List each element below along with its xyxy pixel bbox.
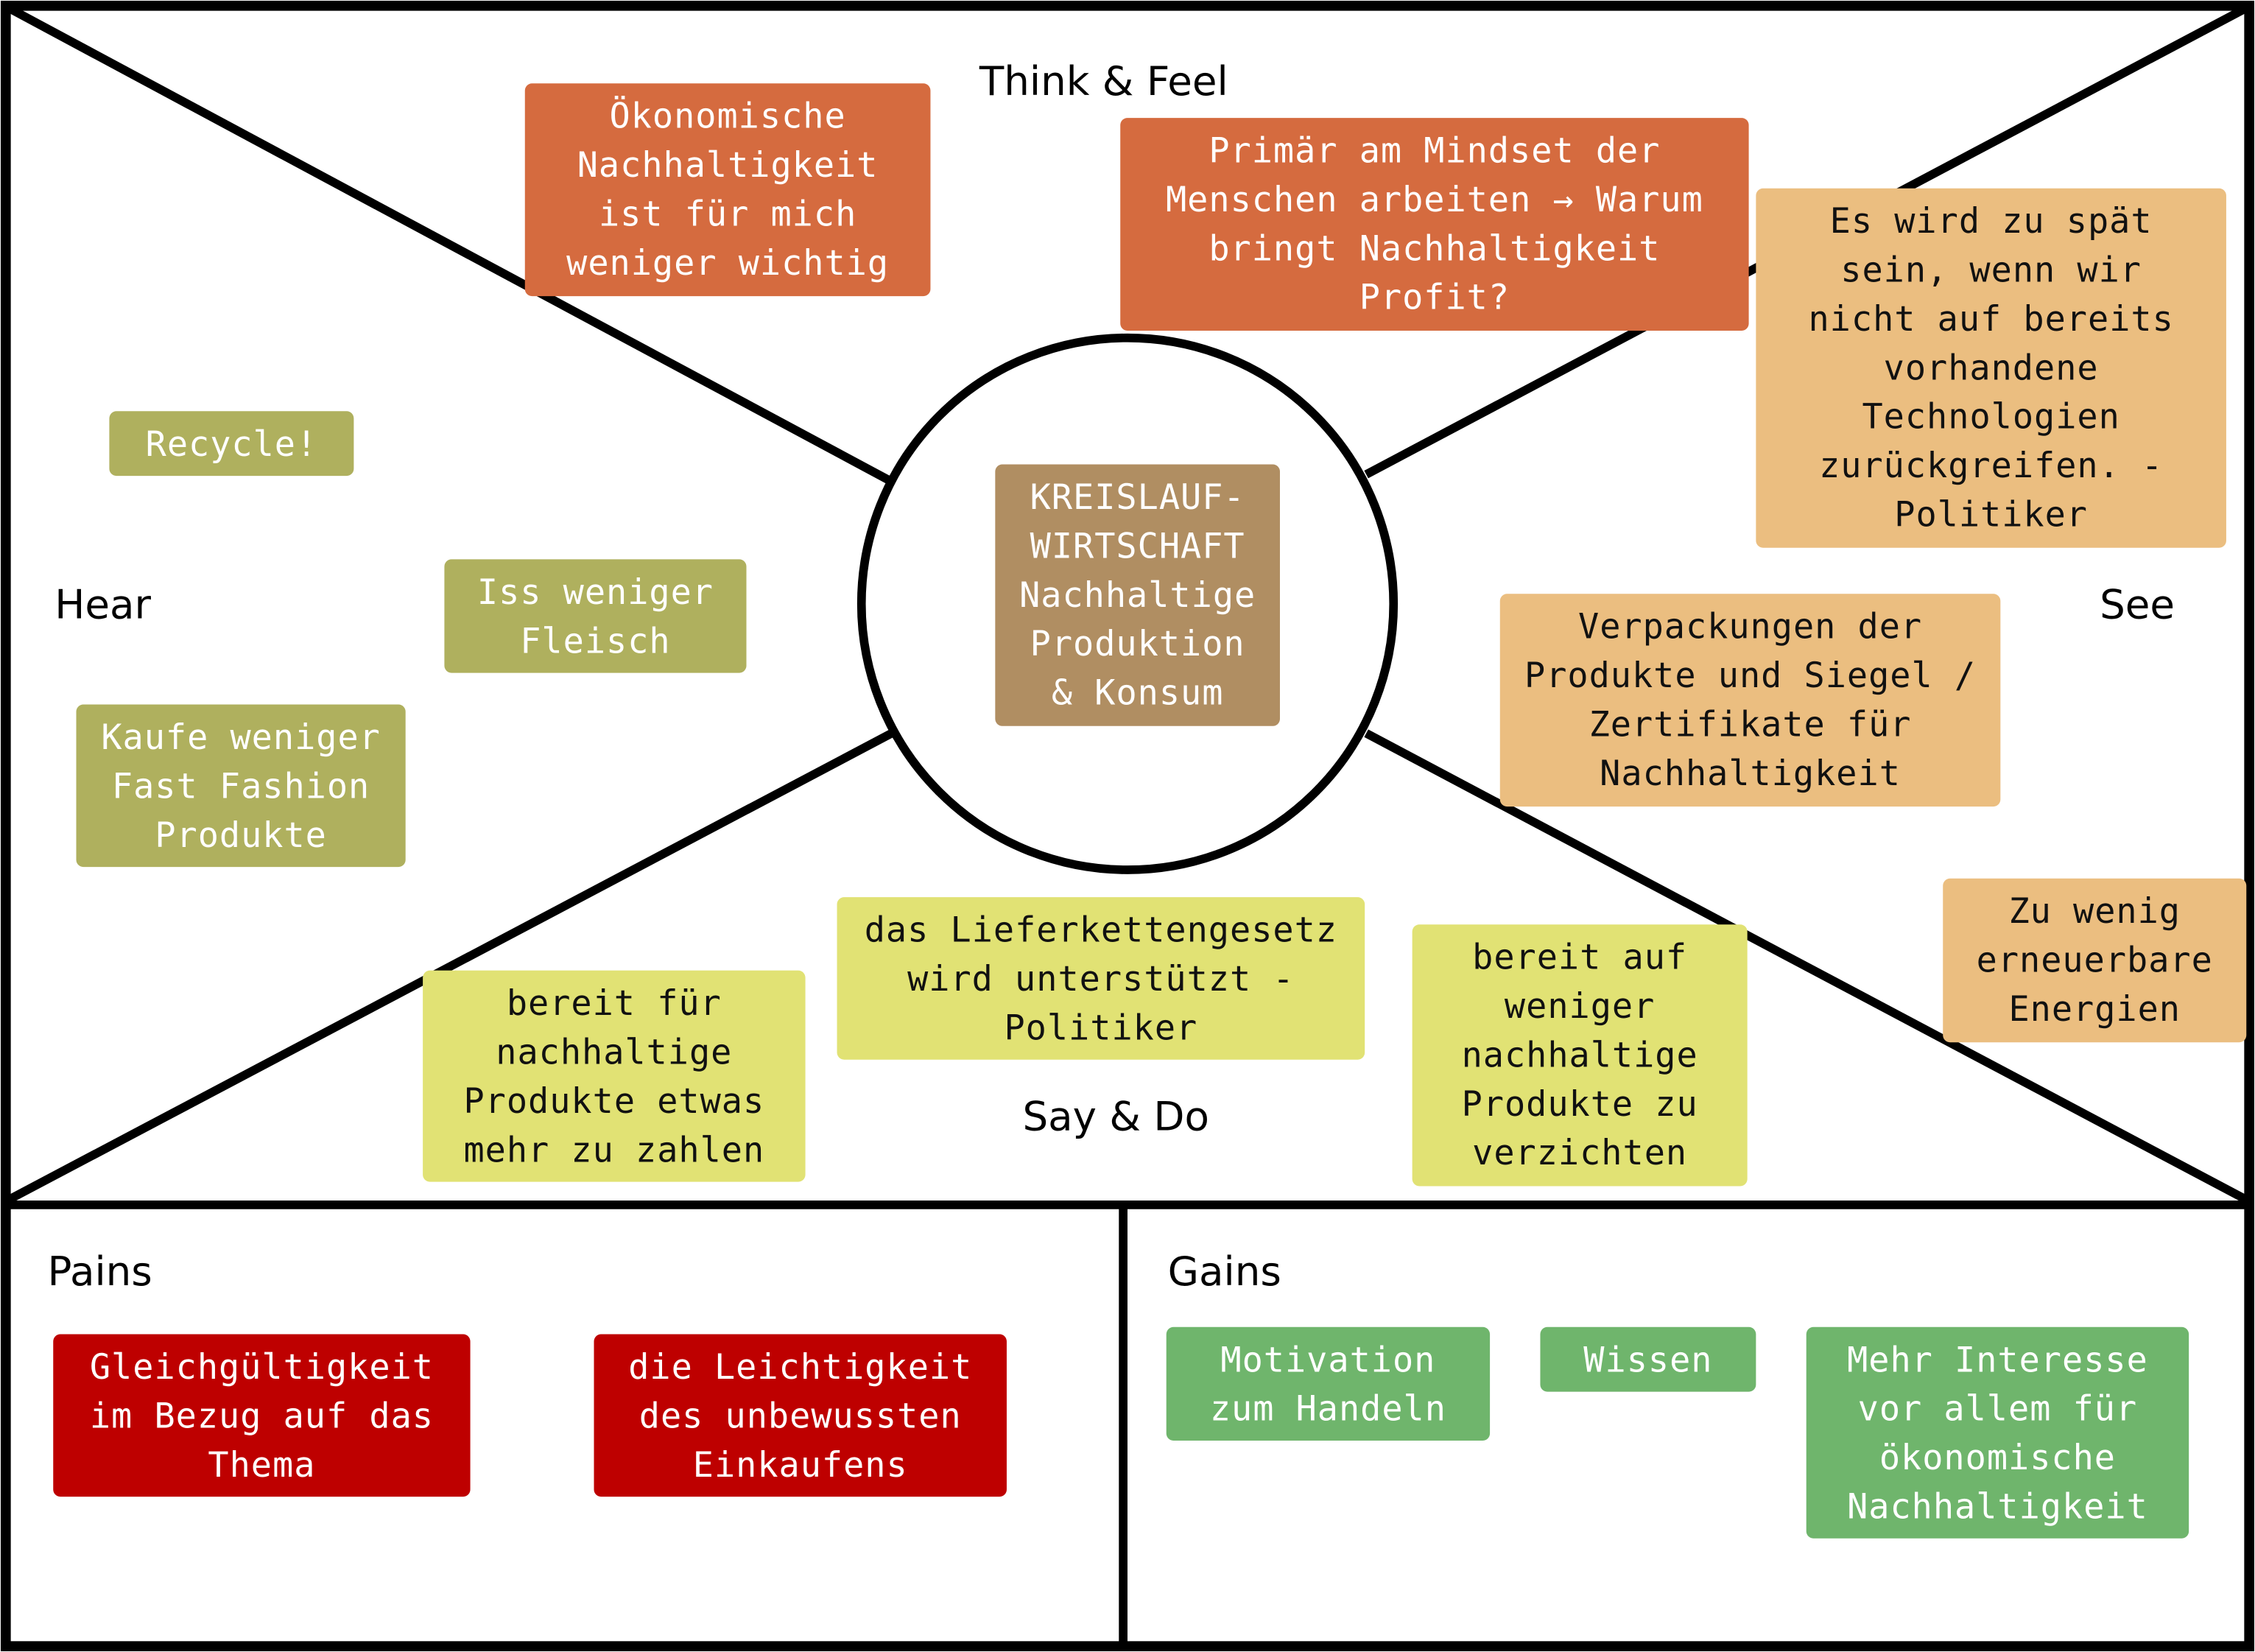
pain-note: Gleichgültigkeit im Bezug auf das Thema <box>53 1334 471 1497</box>
say-do-note: das Lieferkettengesetz wird unterstützt … <box>837 897 1365 1060</box>
hear-note: Iss weniger Fleisch <box>444 559 747 673</box>
label-pains: Pains <box>47 1248 152 1296</box>
divider-bottom-right <box>1364 729 2250 1205</box>
think-note: Primär am Mindset der Menschen arbeiten … <box>1120 118 1749 331</box>
label-think-feel: Think & Feel <box>979 57 1228 105</box>
say-do-note: bereit für nachhaltige Produkte etwas me… <box>423 970 806 1182</box>
see-note: Verpackungen der Produkte und Siegel / Z… <box>1499 594 2001 807</box>
see-note: Es wird zu spät sein, wenn wir nicht auf… <box>1756 188 2226 548</box>
pain-note: die Leichtigkeit des unbewussten Einkauf… <box>594 1334 1007 1497</box>
center-topic-note: KREISLAUF- WIRTSCHAFT Nachhaltige Produk… <box>995 464 1280 726</box>
label-gains: Gains <box>1167 1248 1281 1296</box>
hear-note: Recycle! <box>109 411 354 477</box>
divider-bottom-left <box>5 729 894 1205</box>
divider-top-left <box>4 3 894 486</box>
say-do-note: bereit auf weniger nachhaltige Produkte … <box>1412 924 1748 1187</box>
see-note: Zu wenig erneuerbare Energien <box>1943 878 2247 1043</box>
think-note: Ökonomische Nachhaltigkeit ist für mich … <box>524 83 931 297</box>
gain-note: Wissen <box>1540 1326 1756 1392</box>
label-see: See <box>2100 580 2175 629</box>
label-hear: Hear <box>54 580 151 629</box>
hear-note: Kaufe weniger Fast Fashion Produkte <box>76 704 406 868</box>
label-say-do: Say & Do <box>1022 1092 1209 1141</box>
gain-note: Mehr Interesse vor allem für ökonomische… <box>1806 1326 2189 1539</box>
gain-note: Motivation zum Handeln <box>1166 1326 1491 1441</box>
